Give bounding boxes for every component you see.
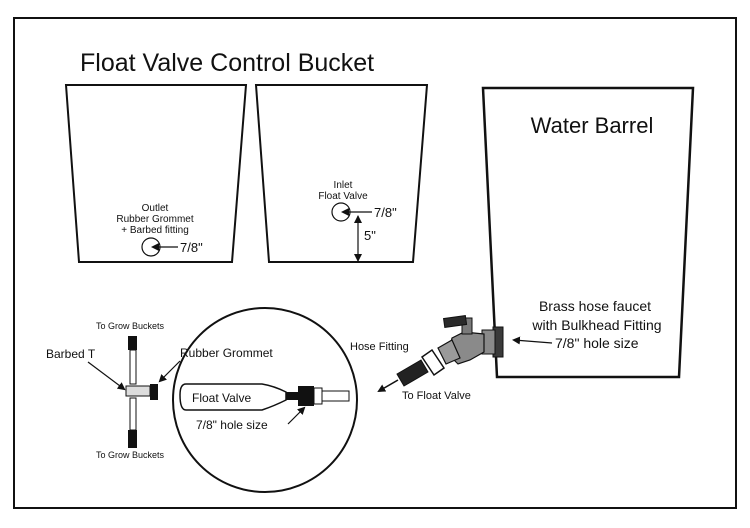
to-grow-buckets-top: To Grow Buckets <box>96 321 165 331</box>
barbed-t-bottom-stub <box>128 430 137 448</box>
float-valve-neck <box>286 392 298 400</box>
faucet-hole-size: 7/8" hole size <box>555 335 639 351</box>
water-barrel-outline <box>481 86 695 379</box>
inlet-hole-size: 7/8" <box>374 205 397 220</box>
inlet-height-dim-bottom <box>354 254 362 262</box>
barbed-t-bottom-pipe <box>129 397 137 431</box>
barbed-t-label: Barbed T <box>46 347 96 361</box>
outlet-label-3: + Barbed fitting <box>121 225 189 236</box>
outlet-label-2: Rubber Grommet <box>116 214 193 225</box>
hose-fitting-barb <box>396 359 429 387</box>
faucet-spout <box>437 339 461 365</box>
barbed-t-arrow <box>87 361 126 391</box>
to-float-valve-label: To Float Valve <box>402 390 471 402</box>
hose-fitting-arrow <box>377 379 399 393</box>
float-valve-nut <box>298 386 314 406</box>
inlet-height-dim-top <box>354 215 362 223</box>
detail-hole-arrow <box>287 406 306 425</box>
float-valve-washer <box>313 387 323 405</box>
grommet-label: Rubber Grommet <box>180 346 273 360</box>
inlet-label-2: Float Valve <box>318 191 368 202</box>
grommet <box>150 384 158 400</box>
outlet-hole-size: 7/8" <box>180 240 203 255</box>
barbed-t-top-pipe <box>129 349 137 385</box>
outlet-bucket: Outlet Rubber Grommet + Barbed fitting 7… <box>64 84 248 263</box>
inlet-bucket-outline <box>254 84 429 263</box>
brass-faucet <box>437 314 504 365</box>
faucet-stem <box>461 317 473 335</box>
hose-fitting-nut <box>420 348 446 377</box>
float-valve-barb <box>321 390 350 402</box>
faucet-label-2: with Bulkhead Fitting <box>531 317 661 333</box>
hose-fitting: Hose Fitting To Float Valve <box>350 341 471 402</box>
faucet-hole-arrow <box>512 336 553 345</box>
to-grow-buckets-bottom: To Grow Buckets <box>96 450 165 460</box>
grommet-arrow <box>158 360 181 383</box>
inlet-bucket: Inlet Float Valve 7/8" 5" <box>254 84 429 263</box>
outlet-label-1: Outlet <box>142 203 169 214</box>
float-valve-label: Float Valve <box>192 391 251 405</box>
inlet-label-1: Inlet <box>334 180 353 191</box>
inlet-height: 5" <box>364 228 376 243</box>
faucet-label-1: Brass hose faucet <box>539 298 651 314</box>
detail-hole-size: 7/8" hole size <box>196 418 268 432</box>
detail-circle <box>172 307 358 493</box>
float-valve-body <box>179 383 287 411</box>
outer-frame <box>13 17 737 509</box>
barbed-t-top-stub <box>128 336 137 350</box>
hose-fitting-label: Hose Fitting <box>350 341 409 353</box>
outlet-bucket-outline <box>64 84 248 263</box>
faucet-handle <box>442 314 468 329</box>
float-valve-detail: To Grow Buckets To Grow Buckets Barbed T… <box>46 307 358 493</box>
water-barrel: Water Barrel Brass hose faucet with Bulk… <box>481 86 695 379</box>
barbed-t-cross <box>125 385 151 397</box>
water-barrel-title: Water Barrel <box>531 113 654 138</box>
diagram-title: Float Valve Control Bucket <box>80 49 374 77</box>
